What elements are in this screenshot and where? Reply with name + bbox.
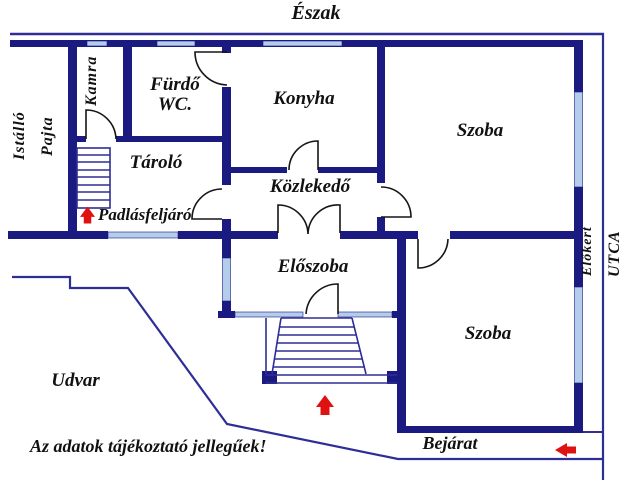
room-label-pajta: Pajta — [39, 116, 56, 156]
wall-szoba-south-west — [397, 238, 406, 433]
wall-konyha-south-a — [222, 167, 287, 173]
wall-middle-a — [8, 231, 108, 239]
room-label-konyha: Konyha — [273, 88, 335, 109]
door-szoba-north — [380, 186, 412, 218]
room-label-kozlekedo: Közlekedő — [269, 176, 351, 197]
attic-stair-outline — [76, 147, 111, 209]
veranda-up-arrow-icon — [316, 395, 334, 415]
window-eloszoba-west — [222, 257, 231, 302]
disclaimer-text: Az adatok tájékoztató jellegűek! — [30, 436, 267, 456]
attic-staircase — [76, 147, 111, 209]
window-middle-south — [107, 231, 179, 239]
direction-arrows — [316, 395, 576, 457]
window-eloszoba-south-1 — [234, 311, 304, 318]
window-eloszoba-south-2 — [337, 311, 393, 318]
stair-pier-west — [262, 371, 277, 384]
wall-kamra-south-a — [75, 136, 86, 142]
room-label-istallo: Istálló — [11, 111, 28, 160]
wall-east-b — [574, 187, 583, 287]
window-north-1 — [86, 40, 108, 47]
wall-barn-divider — [68, 40, 77, 239]
entrance-stair-base-lines — [266, 374, 397, 384]
stair-pier-east — [387, 371, 402, 384]
door-eloszoba — [305, 283, 339, 315]
door-konyha — [288, 140, 319, 171]
room-label-szoba-south: Szoba — [464, 323, 512, 344]
front-garden-label: Előkert — [580, 226, 595, 276]
entrance-stair-treads — [273, 326, 365, 368]
wall-eloszoba-west — [222, 301, 231, 318]
room-label-kamra: Kamra — [83, 55, 100, 106]
room-label-eloszoba: Előszoba — [277, 256, 349, 277]
site-boundary-lines — [10, 32, 605, 480]
entrance-stair-outline — [271, 317, 367, 375]
door-tarolo — [191, 188, 223, 220]
attic-up-arrow-icon — [80, 206, 95, 224]
room-label-szoba-north: Szoba — [456, 120, 504, 141]
wall-szoba-south-south — [397, 426, 583, 433]
window-east-szoba-south — [574, 286, 583, 384]
windows — [86, 40, 583, 384]
attic-access-text: Padlásfeljáró — [98, 205, 192, 225]
room-label-furdo-wc: Fürdő WC. — [130, 75, 220, 115]
attic-stair-treads — [77, 154, 110, 201]
yard-boundary-line — [12, 275, 603, 461]
wall-middle-b — [178, 231, 278, 239]
entrance-label: Bejárat — [422, 433, 478, 453]
wall-kamra-furdo — [123, 40, 132, 142]
wall-eloszoba-south-a — [218, 311, 235, 318]
wc-line: WC. — [157, 93, 193, 115]
yard-label: Udvar — [51, 370, 100, 391]
window-north-2 — [156, 40, 196, 47]
door-furdo — [194, 51, 228, 86]
north-label: Észak — [291, 2, 341, 24]
entrance-staircase — [265, 317, 397, 384]
wall-konyha-szoba-a — [377, 47, 385, 183]
window-north-3 — [262, 40, 343, 47]
wall-konyha-szoba-b — [377, 217, 385, 239]
wall-furdo-south — [116, 136, 231, 142]
wall-konyha-south-b — [318, 167, 385, 173]
attic-access-label: Padlásfeljáró — [80, 206, 192, 224]
furdo-line: Fürdő — [150, 74, 200, 95]
window-east-szoba-north — [574, 91, 583, 188]
wall-east-a — [574, 40, 583, 92]
wall-middle-d — [450, 231, 577, 239]
wall-eloszoba-south-b — [392, 311, 406, 318]
room-label-tarolo: Tároló — [129, 152, 183, 173]
wall-furdo-konyha-a — [222, 47, 231, 53]
wall-east-c — [574, 383, 583, 433]
entrance-left-arrow-icon — [555, 443, 576, 457]
door-kamra — [85, 109, 117, 140]
street-label: UTCA — [606, 230, 623, 277]
wall-middle-c — [340, 231, 418, 239]
doors — [85, 51, 449, 315]
door-double-eloszoba — [277, 204, 341, 235]
door-szoba-south — [417, 238, 449, 269]
